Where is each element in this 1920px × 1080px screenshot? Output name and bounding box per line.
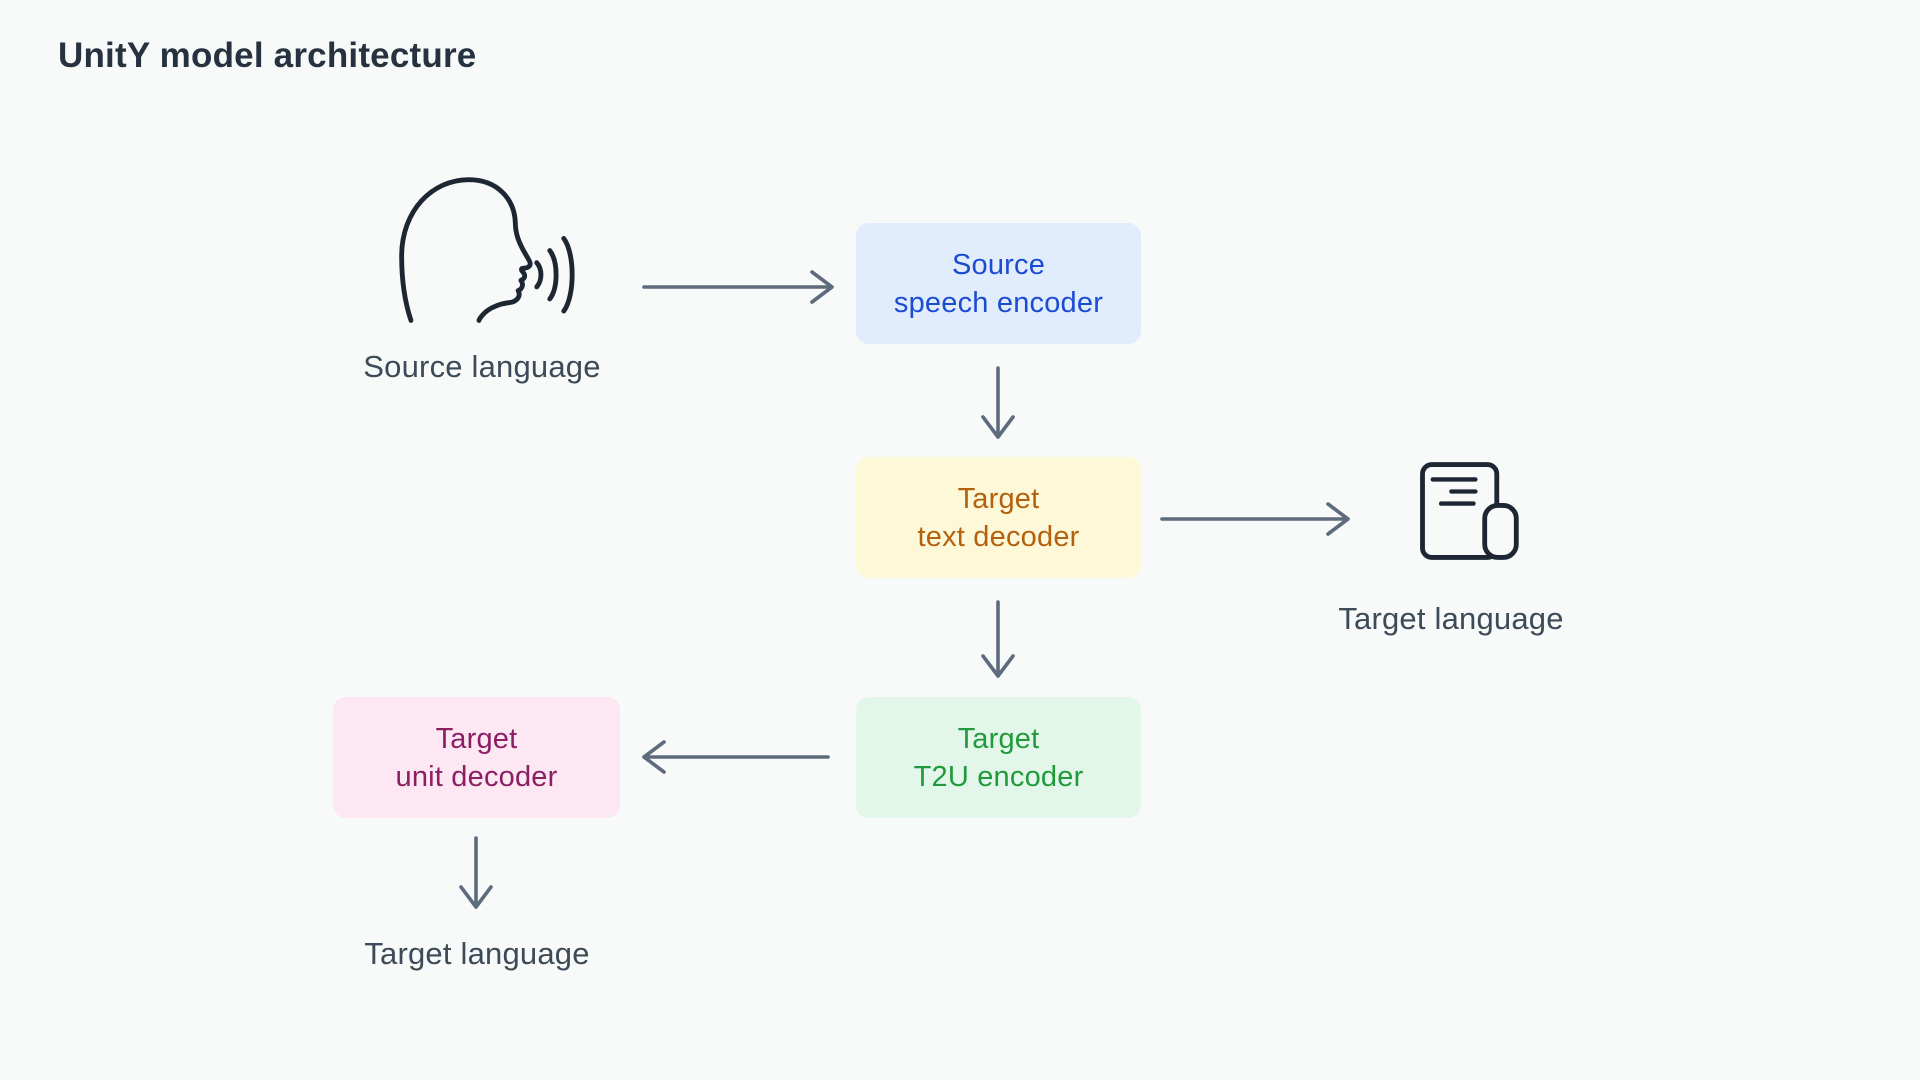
node-label-line: Target: [957, 722, 1040, 755]
arrow-source-to-speech-encoder: [642, 270, 834, 304]
node-label-line: text decoder: [917, 520, 1080, 553]
target-language-speech-label: Target language: [364, 936, 590, 971]
arrow-text-decoder-to-t2u-encoder: [981, 600, 1015, 678]
node-label-line: Target: [435, 722, 518, 755]
arrow-unit-decoder-to-target-language: [459, 836, 493, 909]
node-source-speech-encoder: Source speech encoder: [856, 223, 1141, 344]
arrow-text-decoder-to-target-language: [1160, 502, 1350, 536]
target-language-text-label: Target language: [1338, 601, 1564, 636]
source-language-label: Source language: [363, 349, 601, 384]
node-label-line: T2U encoder: [913, 760, 1084, 793]
node-label-line: Source: [951, 248, 1046, 281]
node-label-line: Target: [957, 482, 1040, 515]
node-target-unit-decoder: Target unit decoder: [333, 697, 620, 818]
speaking-head-icon: [399, 177, 575, 323]
page-title: UnitY model architecture: [58, 36, 477, 75]
node-target-text-decoder: Target text decoder: [856, 457, 1141, 578]
arrow-t2u-encoder-to-unit-decoder: [642, 740, 830, 774]
node-label-line: speech encoder: [893, 286, 1104, 319]
arrow-speech-encoder-to-text-decoder: [981, 366, 1015, 439]
node-target-t2u-encoder: Target T2U encoder: [856, 697, 1141, 818]
document-icon: [1420, 462, 1519, 560]
node-label-line: unit decoder: [395, 760, 558, 793]
